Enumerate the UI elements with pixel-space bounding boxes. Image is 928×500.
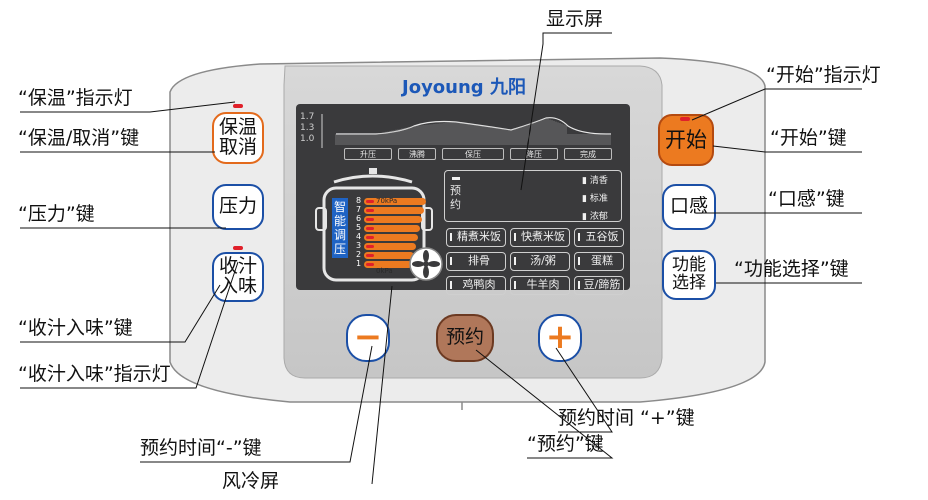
pressure-level-bar	[364, 234, 418, 241]
pressure-level-number: 5	[356, 223, 362, 232]
smart-pressure-label: 智能调压	[332, 198, 348, 258]
taste-option-rich: ▮ 浓郁	[582, 212, 608, 222]
time-minus-button[interactable]: −	[346, 314, 390, 362]
menu-fine-rice: 精煮米饭	[446, 228, 506, 247]
pressure-top-value: 70kPa	[376, 197, 398, 205]
lcd-display: 1.7 1.3 1.0 升压 沸腾 保压 降压 完成 预约 ▮ 清香 ▮ 标准 …	[296, 104, 630, 295]
pressure-level-marker	[366, 209, 374, 212]
callout-taste-key: “口感”键	[768, 188, 845, 210]
callout-reduce-led: “收汁入味”指示灯	[18, 363, 171, 385]
fan-screen-icon	[409, 247, 443, 281]
start-button[interactable]: 开始	[658, 114, 714, 166]
menu-ribs: 排骨	[446, 252, 506, 271]
pressure-level-row: 3	[356, 241, 426, 251]
pressure-curve	[321, 114, 611, 148]
callout-display: 显示屏	[546, 8, 604, 30]
pressure-level-bar	[364, 225, 420, 232]
pressure-level-row: 4	[356, 232, 426, 242]
y-tick-1-3: 1.3	[300, 123, 315, 133]
keep-warm-led	[233, 104, 243, 108]
pressure-level-row: 7	[356, 205, 426, 215]
pressure-level-marker	[366, 236, 374, 239]
taste-option-standard: ▮ 标准	[582, 194, 608, 204]
y-tick-1-7: 1.7	[300, 112, 315, 122]
menu-poultry: 鸡鸭肉	[446, 276, 506, 295]
pressure-level-number: 4	[356, 232, 362, 241]
pressure-level-number: 8	[356, 196, 362, 205]
callout-reduce-key: “收汁入味”键	[18, 317, 133, 339]
pressure-level-number: 7	[356, 205, 362, 214]
pressure-level-row: 8	[356, 196, 426, 206]
callout-reserve-key: “预约”键	[527, 433, 604, 455]
menu-beans: 豆/蹄筋	[574, 276, 624, 295]
pressure-level-marker	[366, 200, 374, 203]
taste-button[interactable]: 口感	[662, 184, 716, 230]
phase-release: 降压	[510, 148, 558, 160]
pressure-bottom-value: 0kPa	[376, 267, 393, 275]
pressure-level-bar	[364, 243, 416, 250]
pressure-level-row: 6	[356, 214, 426, 224]
callout-start-key: “开始”键	[770, 127, 847, 149]
time-plus-button[interactable]: +	[538, 314, 582, 362]
callout-time-plus-key: 预约时间 “+”键	[558, 407, 695, 429]
menu-cake: 蛋糕	[574, 252, 624, 271]
reserve-indicator	[452, 177, 460, 180]
pressure-level-number: 2	[356, 250, 362, 259]
pressure-level-bar	[364, 207, 424, 214]
pressure-level-marker	[366, 254, 374, 257]
callout-keep-warm-key: “保温/取消”键	[18, 127, 140, 149]
callout-start-led: “开始”指示灯	[766, 64, 881, 86]
pressure-level-number: 6	[356, 214, 362, 223]
phase-pressurize: 升压	[344, 148, 392, 160]
function-select-button[interactable]: 功能 选择	[662, 250, 716, 300]
pressure-level-number: 1	[356, 259, 362, 268]
y-tick-1-0: 1.0	[300, 134, 315, 144]
reserve-readout-frame	[444, 170, 622, 222]
menu-soup: 汤/粥	[510, 252, 570, 271]
pressure-level-marker	[366, 227, 374, 230]
taste-option-fresh: ▮ 清香	[582, 176, 608, 186]
pressure-level-bar	[364, 261, 412, 268]
pressure-level-bar	[364, 216, 422, 223]
pressure-level-marker	[366, 263, 374, 266]
pressure-button[interactable]: 压力	[212, 184, 264, 230]
pressure-level-bar	[364, 252, 414, 259]
pressure-level-marker	[366, 245, 374, 248]
reserve-button[interactable]: 预约	[436, 314, 494, 362]
brand-logo: Joyoung 九阳	[402, 77, 526, 98]
pressure-level-row: 2	[356, 250, 426, 260]
pressure-level-row: 5	[356, 223, 426, 233]
pressure-level-bar	[364, 198, 426, 205]
reserve-label: 预约	[450, 184, 461, 211]
pressure-level-row: 1	[356, 259, 426, 269]
callout-keep-warm-led: “保温”指示灯	[18, 87, 133, 109]
callout-function-key: “功能选择”键	[734, 258, 849, 280]
menu-grain-rice: 五谷饭	[574, 228, 624, 247]
start-led	[680, 117, 690, 121]
pressure-level-marker	[366, 218, 374, 221]
pressure-level-number: 3	[356, 241, 362, 250]
keep-warm-cancel-button[interactable]: 保温 取消	[212, 112, 264, 164]
callout-time-minus-key: 预约时间“-”键	[140, 437, 262, 459]
reduce-sauce-led	[233, 246, 243, 250]
phase-hold: 保压	[442, 148, 504, 160]
menu-quick-rice: 快煮米饭	[510, 228, 570, 247]
phase-done: 完成	[564, 148, 612, 160]
callout-pressure-key: “压力”键	[18, 203, 95, 225]
phase-boil: 沸腾	[398, 148, 436, 160]
callout-fan-screen: 风冷屏	[222, 470, 280, 492]
menu-beef-lamb: 牛羊肉	[510, 276, 570, 295]
pressure-pot-graphic	[315, 168, 433, 282]
reduce-sauce-button[interactable]: 收汁 入味	[212, 252, 264, 302]
